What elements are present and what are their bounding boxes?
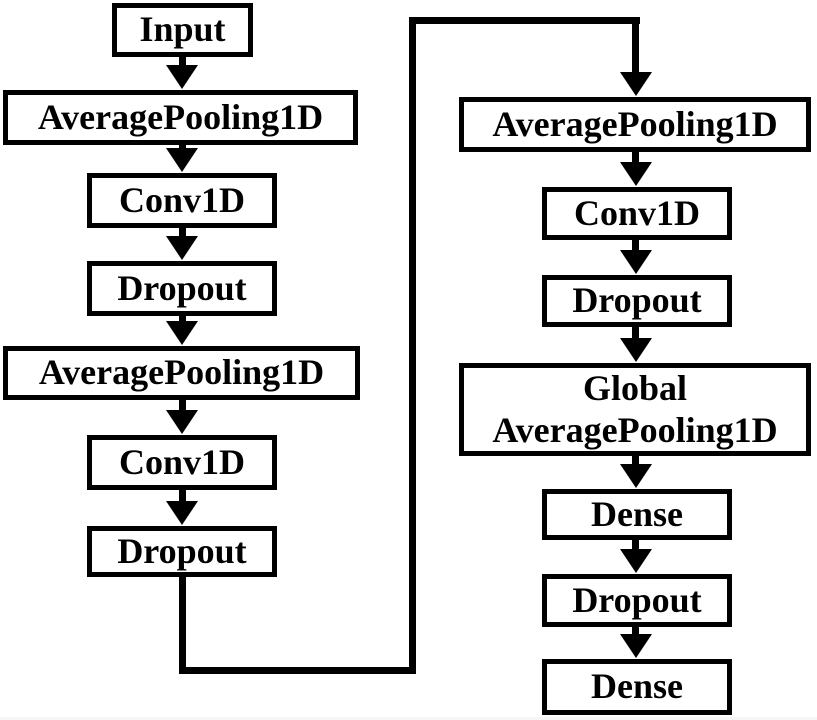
node-dense-2: Dense xyxy=(542,659,732,715)
arrow-conv3-to-dropout3-head xyxy=(620,250,652,274)
connector-segment-down xyxy=(179,574,186,674)
arrow-avgpool3-to-conv3-head xyxy=(620,162,652,186)
node-conv1d-1: Conv1D xyxy=(87,173,277,228)
arrow-input-to-avgpool1-shaft xyxy=(179,55,186,67)
arrow-avgpool1-to-conv1-head xyxy=(166,148,198,172)
node-dense-1: Dense xyxy=(542,489,732,540)
global-pool-line1: Global xyxy=(582,368,688,409)
arrow-dropout3-to-globalpool-head xyxy=(620,338,652,362)
node-conv1d-2: Conv1D xyxy=(87,435,277,490)
arrow-dense1-to-dropout4-head xyxy=(620,549,652,573)
node-conv1d-3: Conv1D xyxy=(542,187,732,240)
node-global-averagepooling1d: Global AveragePooling1D xyxy=(459,363,811,456)
arrow-dense1-to-dropout4-shaft xyxy=(632,539,639,551)
arrow-avgpool1-to-conv1-shaft xyxy=(179,144,186,151)
arrow-connector-to-avgpool3-head xyxy=(620,72,652,96)
arrow-avgpool2-to-conv2-head xyxy=(166,410,198,434)
connector-segment-up xyxy=(409,17,416,674)
arrow-dropout1-to-avgpool2-head xyxy=(166,321,198,345)
node-dropout-2: Dropout xyxy=(87,526,277,577)
node-dropout-3: Dropout xyxy=(542,275,732,327)
arrow-globalpool-to-dense1-shaft xyxy=(632,454,639,466)
arrow-dropout3-to-globalpool-shaft xyxy=(632,326,639,340)
connector-segment-bottom xyxy=(179,667,416,674)
connector-segment-top xyxy=(409,17,640,24)
arrow-conv1-to-dropout1-shaft xyxy=(179,227,186,238)
global-pool-line2: AveragePooling1D xyxy=(492,409,778,450)
node-averagepooling1d-1: AveragePooling1D xyxy=(3,90,358,145)
node-dropout-4: Dropout xyxy=(542,574,732,627)
arrow-input-to-avgpool1-head xyxy=(166,65,198,89)
arrow-conv2-to-dropout2-shaft xyxy=(179,489,186,503)
arrow-dropout4-to-dense2-head xyxy=(620,634,652,658)
arrow-dropout1-to-avgpool2-shaft xyxy=(179,315,186,323)
arrow-connector-to-avgpool3-shaft xyxy=(632,17,639,74)
node-averagepooling1d-2: AveragePooling1D xyxy=(3,346,360,400)
arrow-avgpool3-to-conv3-shaft xyxy=(632,151,639,164)
arrow-dropout4-to-dense2-shaft xyxy=(632,626,639,636)
arrow-conv2-to-dropout2-head xyxy=(166,501,198,525)
arrow-conv3-to-dropout3-shaft xyxy=(632,239,639,252)
node-input: Input xyxy=(112,3,253,57)
node-dropout-1: Dropout xyxy=(87,261,277,316)
arrow-globalpool-to-dense1-head xyxy=(620,464,652,488)
node-averagepooling1d-3: AveragePooling1D xyxy=(459,97,811,152)
bottom-edge-line xyxy=(0,717,817,720)
arrow-avgpool2-to-conv2-shaft xyxy=(179,399,186,412)
arrow-conv1-to-dropout1-head xyxy=(166,236,198,260)
